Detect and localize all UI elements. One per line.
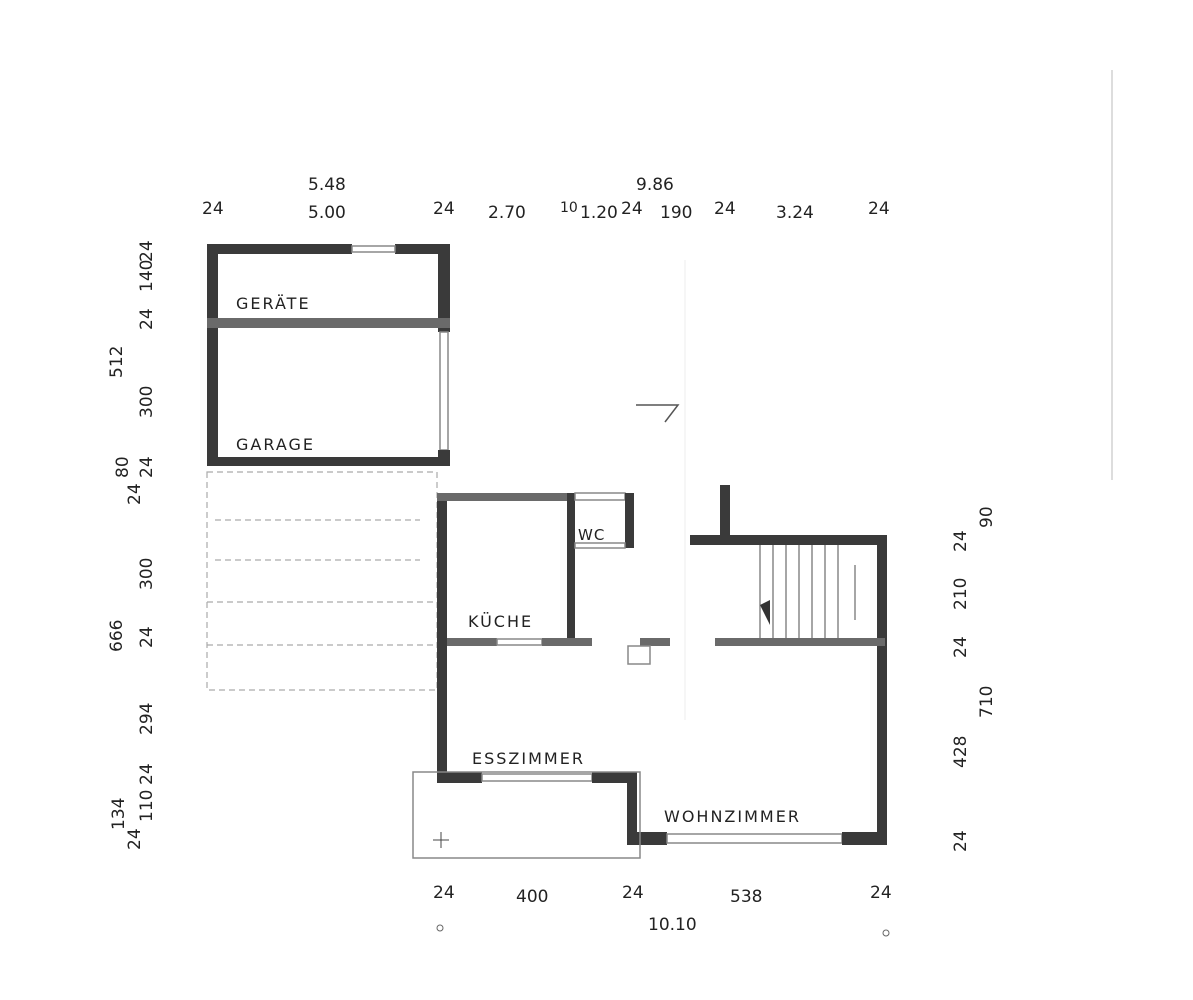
dim-label: 2.70: [488, 203, 526, 223]
dim-label: 210: [951, 578, 971, 610]
dim-label: 1.20: [580, 203, 618, 223]
dim-label: 428: [951, 736, 971, 768]
dim-label: 134: [109, 798, 129, 830]
dim-label: 24: [137, 240, 157, 262]
dim-label: 24: [433, 883, 455, 903]
dim-label: 24: [433, 199, 455, 219]
room-label-wohnzimmer: WOHNZIMMER: [664, 807, 801, 826]
carport-area: [206, 471, 438, 691]
dim-label: 512: [107, 346, 127, 378]
dim-label: 110: [137, 790, 157, 822]
dim-label: 10: [560, 200, 578, 216]
room-label-geraete: GERÄTE: [236, 294, 311, 313]
dim-label: 294: [137, 703, 157, 735]
dim-label: 10.10: [648, 915, 697, 935]
house-walls: [412, 260, 887, 859]
dim-label: 24: [137, 763, 157, 785]
dim-label: 400: [516, 887, 548, 907]
dim-label: 5.48: [308, 175, 346, 195]
dim-label: 190: [660, 203, 692, 223]
dim-label: 24: [868, 199, 890, 219]
dim-label: 24: [125, 828, 145, 850]
top-dimensions: 5.48 9.86 24 5.00 24 2.70 10 1.20 24 190…: [202, 175, 890, 223]
room-label-kueche: KÜCHE: [468, 612, 533, 631]
dim-label: 710: [977, 686, 997, 718]
dim-label: 3.24: [776, 203, 814, 223]
dim-label: 24: [714, 199, 736, 219]
dim-label: 24: [137, 308, 157, 330]
dim-label: 24: [951, 830, 971, 852]
room-label-wc: WC: [578, 526, 605, 544]
left-dimensions: 24 140 24 512 300 24 80 24 300 666 24 29…: [107, 240, 157, 850]
dim-label: 24: [125, 483, 145, 505]
dim-label: 300: [137, 558, 157, 590]
staircase: [759, 545, 856, 638]
room-label-garage: GARAGE: [236, 435, 315, 454]
bottom-dimensions: 24 400 24 10.10 538 24: [433, 883, 892, 937]
dim-label: 140: [137, 260, 157, 292]
dim-label: 24: [951, 530, 971, 552]
dim-label: 24: [137, 626, 157, 648]
room-label-esszimmer: ESSZIMMER: [472, 749, 585, 768]
dim-label: 24: [622, 883, 644, 903]
dim-label: 24: [951, 636, 971, 658]
dim-label: 24: [870, 883, 892, 903]
dim-label: 9.86: [636, 175, 674, 195]
dim-label: 666: [107, 620, 127, 652]
garage-block: [207, 244, 450, 466]
dim-label: 538: [730, 887, 762, 907]
dim-label: 80: [113, 456, 133, 478]
dim-label: 24: [621, 199, 643, 219]
dim-label: 5.00: [308, 203, 346, 223]
right-dimensions: 90 24 210 24 710 428 24: [951, 506, 997, 852]
north-arrow-icon: [636, 404, 680, 423]
dim-label: 300: [137, 386, 157, 418]
dim-label: 90: [977, 506, 997, 528]
dim-label: 24: [137, 456, 157, 478]
dim-label: 24: [202, 199, 224, 219]
